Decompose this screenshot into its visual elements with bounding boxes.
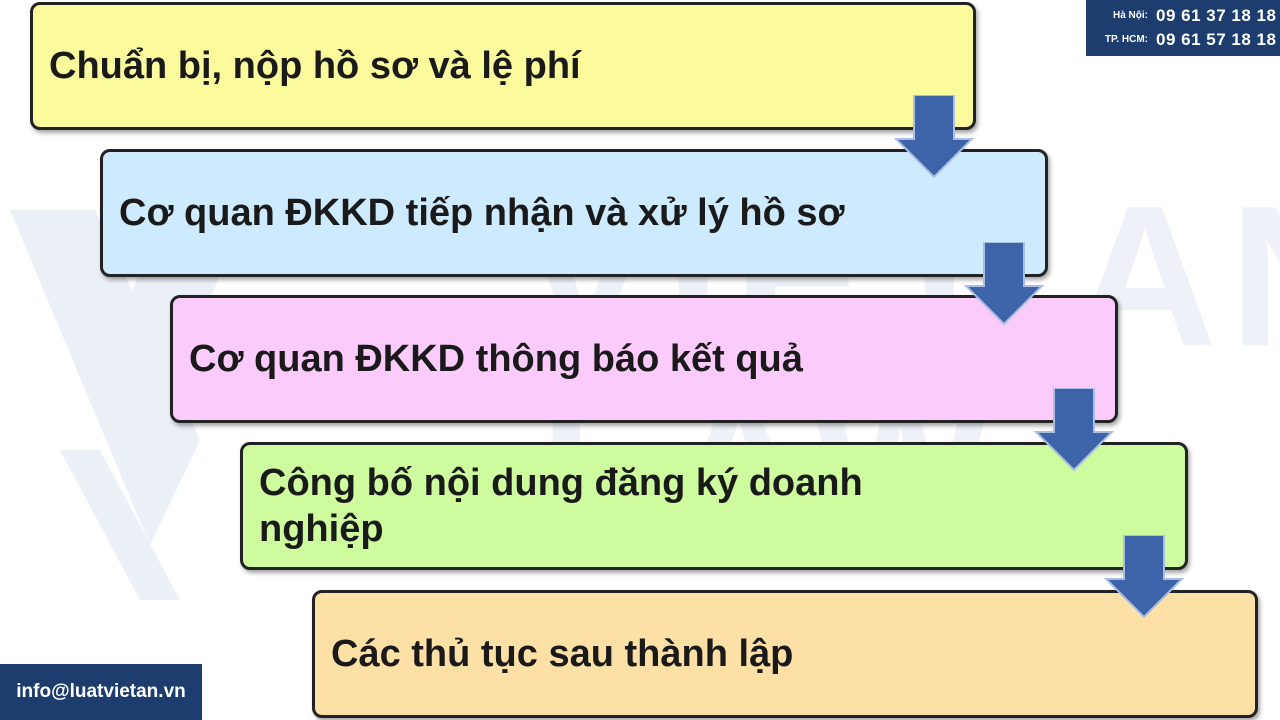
step-5-label: Các thủ tục sau thành lập xyxy=(331,633,794,675)
step-4-box: Công bố nội dung đăng ký doanh nghiệp xyxy=(240,442,1188,570)
step-1-label: Chuẩn bị, nộp hồ sơ và lệ phí xyxy=(49,45,581,87)
contact-phone-box: Hà Nội: 09 61 37 18 18 TP. HCM: 09 61 57… xyxy=(1086,0,1280,56)
hcm-label: TP. HCM: xyxy=(1104,34,1148,45)
hcm-contact-row: TP. HCM: 09 61 57 18 18 xyxy=(1086,29,1280,51)
email-link[interactable]: info@luatvietan.vn xyxy=(16,681,186,702)
email-box: info@luatvietan.vn xyxy=(0,664,202,720)
hanoi-contact-row: Hà Nội: 09 61 37 18 18 xyxy=(1086,5,1280,27)
arrow-down-icon-2 xyxy=(964,242,1044,326)
arrow-down-icon-1 xyxy=(894,95,974,179)
hanoi-phone[interactable]: 09 61 37 18 18 xyxy=(1156,6,1277,25)
step-4-label: Công bố nội dung đăng ký doanh nghiệp xyxy=(259,462,863,550)
arrow-down-icon-3 xyxy=(1034,388,1114,472)
step-1-box: Chuẩn bị, nộp hồ sơ và lệ phí xyxy=(30,2,976,130)
step-3-box: Cơ quan ĐKKD thông báo kết quả xyxy=(170,295,1118,423)
hcm-phone[interactable]: 09 61 57 18 18 xyxy=(1156,30,1277,49)
step-5-box: Các thủ tục sau thành lập xyxy=(312,590,1258,718)
hanoi-label: Hà Nội: xyxy=(1113,10,1148,21)
step-3-label: Cơ quan ĐKKD thông báo kết quả xyxy=(189,338,803,380)
arrow-down-icon-4 xyxy=(1104,535,1184,619)
step-2-box: Cơ quan ĐKKD tiếp nhận và xử lý hồ sơ xyxy=(100,149,1048,277)
step-2-label: Cơ quan ĐKKD tiếp nhận và xử lý hồ sơ xyxy=(119,192,845,234)
